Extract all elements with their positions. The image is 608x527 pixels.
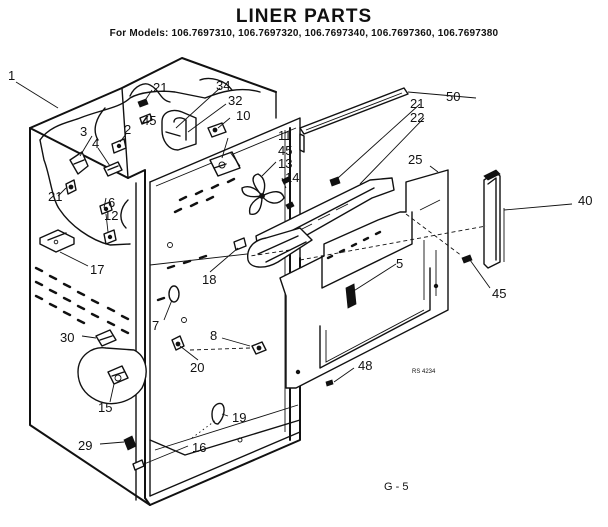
rear-panel-assembly	[279, 169, 473, 389]
callout-6: 6	[108, 195, 115, 210]
callout-17: 17	[90, 262, 104, 277]
callout-21-right: 21	[410, 96, 424, 111]
callout-3: 3	[80, 124, 87, 139]
callout-45-top: 45	[142, 113, 156, 128]
callout-12: 12	[104, 208, 118, 223]
callout-20: 20	[190, 360, 204, 375]
callout-25: 25	[408, 152, 422, 167]
callout-14: 14	[285, 170, 299, 185]
callout-8: 8	[210, 328, 217, 343]
control-housing	[139, 109, 227, 151]
callout-40: 40	[578, 193, 592, 208]
leader-lines	[15, 81, 573, 465]
air-duct-assembly	[233, 87, 409, 268]
diagram-title: LINER PARTS	[235, 6, 373, 27]
callout-21-left: 21	[48, 189, 62, 204]
callout-19: 19	[232, 410, 246, 425]
callout-18: 18	[202, 272, 216, 287]
callout-45-right: 45	[492, 286, 506, 301]
callout-4: 4	[92, 136, 99, 151]
fan-assembly	[209, 151, 295, 215]
callout-34: 34	[216, 78, 230, 93]
callout-10: 10	[236, 108, 250, 123]
callout-7: 7	[152, 318, 159, 333]
page-mark: G - 5	[384, 481, 408, 493]
side-wall-slots	[34, 266, 130, 335]
callout-32: 32	[228, 93, 242, 108]
callout-45-mid: 45	[278, 143, 292, 158]
callout-5: 5	[396, 256, 403, 271]
callout-13: 13	[278, 156, 292, 171]
callout-15: 15	[98, 400, 112, 415]
misc-small-parts	[95, 285, 267, 471]
left-wall-parts	[39, 98, 149, 253]
callout-30: 30	[60, 330, 74, 345]
callout-1: 1	[8, 68, 15, 83]
upper-control-area	[39, 77, 261, 246]
light-housing	[77, 347, 147, 405]
callout-21-top: 21	[153, 80, 167, 95]
trim-strip	[483, 169, 505, 269]
callout-48: 48	[358, 358, 372, 373]
drawing-code: RS 4234	[412, 369, 436, 375]
inner-wall-slots	[156, 177, 236, 302]
callout-22: 22	[410, 110, 424, 125]
callout-2: 2	[124, 122, 131, 137]
callout-50: 50	[446, 89, 460, 104]
callout-labels: 1 21 34 32 2 45 10 3 4 11 45 13 14 21 6 …	[8, 68, 592, 493]
callout-16: 16	[192, 440, 206, 455]
models-line: For Models: 106.7697310, 106.7697320, 10…	[109, 28, 499, 39]
callout-29: 29	[78, 438, 92, 453]
callout-11: 11	[278, 128, 292, 143]
